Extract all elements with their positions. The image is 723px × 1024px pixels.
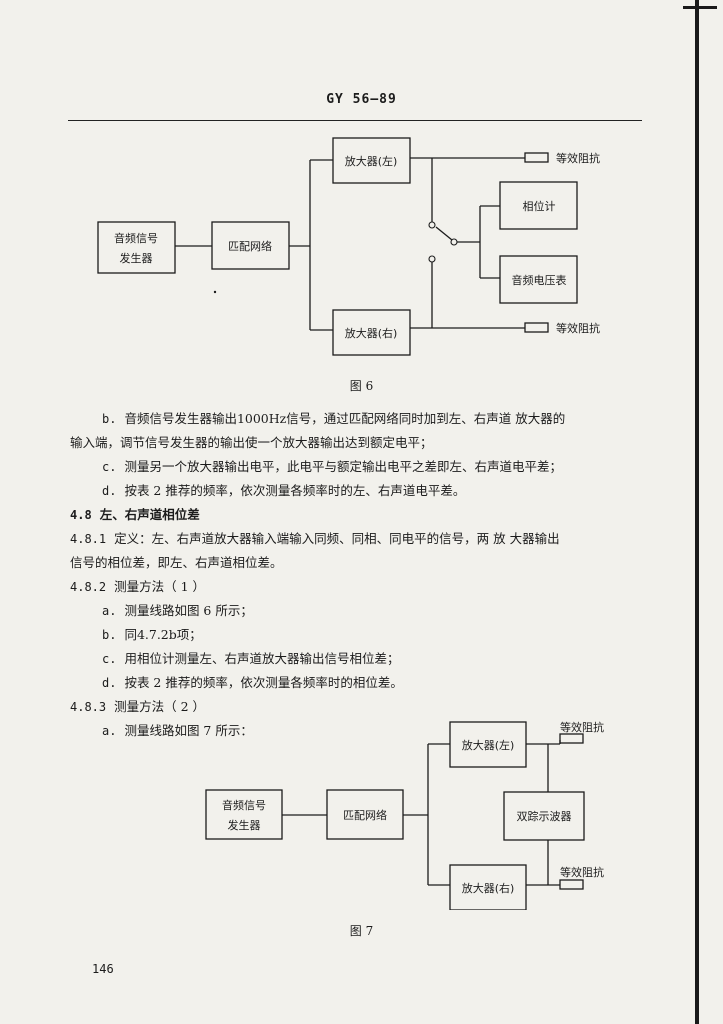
section-4-8-3-a: a.测量线路如图 7 所示： [102,723,253,738]
fig6-amp-right-box [332,309,411,356]
fig6-amp-right-label: 放大器(右) [345,326,398,340]
fig7-load-top-box [559,733,584,744]
fig7-network-label: 匹配网络 [343,808,387,822]
document-header: GY 56—89 [326,92,397,107]
figure-6-diagram: 音频信号 发生器 匹配网络 放大器(左) 放大器(右) 相位计 音频电压表 等效… [97,137,600,356]
section-4-8-2-d: d.按表 2 推荐的频率，依次测量各频率时的相位差。 [102,675,403,690]
fig7-load-bottom-box [559,879,584,890]
fig6-load-top-label: 等效阻抗 [556,151,600,165]
page-edge-shadow [695,0,699,1024]
header-rule [68,120,642,121]
fig7-oscilloscope-label: 双踪示波器 [517,809,572,823]
fig6-amp-left-label: 放大器(左) [345,154,398,168]
fig6-load-bottom-box [524,322,549,333]
fig6-generator-label-2: 发生器 [120,251,153,265]
fig6-load-bottom-label: 等效阻抗 [556,321,600,335]
fig6-voltmeter-label: 音频电压表 [512,273,567,287]
section-4-8-2-c: c.用相位计测量左、右声道放大器输出信号相位差； [102,651,400,666]
fig7-load-bottom-label: 等效阻抗 [560,865,604,879]
figure-7-caption: 图 7 [349,924,374,938]
section-4-8-2-a: a.测量线路如图 6 所示； [102,603,253,618]
fig6-load-top-box [524,152,549,163]
fig7-oscilloscope-box [503,791,585,841]
figure-7-diagram: 音频信号 发生器 匹配网络 放大器(左) 放大器(右) 双踪示波器 等效阻抗 等… [205,720,604,910]
fig6-generator-label-1: 音频信号 [114,231,158,245]
fig6-phase-meter-box [499,181,578,230]
fig7-amp-left-label: 放大器(左) [462,738,515,752]
section-4-8-2-b: b.同4.7.2b项； [102,627,202,642]
fig7-generator-label-2: 发生器 [228,818,261,832]
page-number: 146 [92,962,114,976]
fig6-phase-meter-label: 相位计 [523,199,556,213]
fig6-network-label: 匹配网络 [228,239,272,253]
figure-6-caption: 图 6 [349,379,374,393]
item-b: b.音频信号发生器输出1000Hz信号，通过匹配网络同时加到左、右声道 放大器的 [102,411,566,426]
item-d: d.按表 2 推荐的频率，依次测量各频率时的左、右声道电平差。 [102,483,466,498]
fig6-generator-box [97,221,176,274]
fig7-amp-right-label: 放大器(右) [462,881,515,895]
fig6-voltmeter-box [499,255,578,304]
fig7-generator-label-1: 音频信号 [222,798,266,812]
fig7-load-top-label: 等效阻抗 [560,720,604,734]
page-edge-corner [683,6,717,19]
item-b-continued: 输入端，调节信号发生器的输出使一个放大器输出达到额定电平； [70,435,433,450]
item-c: c.测量另一个放大器输出电平，此电平与额定输出电平之差即左、右声道电平差； [102,459,562,474]
section-4-8-1-continued: 信号的相位差，即左、右声道相位差。 [70,555,283,570]
fig6-amp-left-box [332,137,411,184]
fig7-amp-right-box [449,864,527,910]
